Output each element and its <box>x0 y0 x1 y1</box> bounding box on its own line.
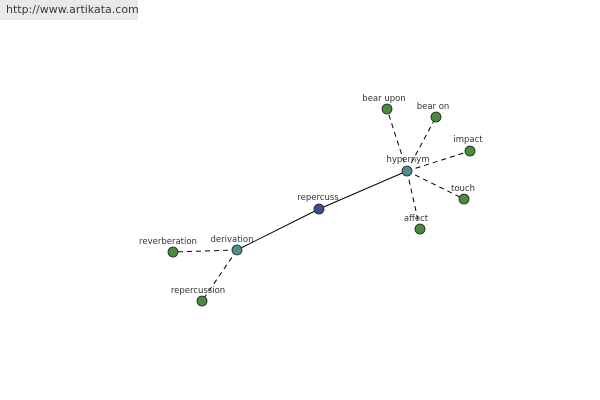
node-repercuss[interactable]: repercuss <box>297 193 339 215</box>
node-circle-reverberation[interactable] <box>167 246 179 258</box>
node-affect[interactable]: affect <box>404 214 429 235</box>
edge-repercuss-hypernym <box>318 170 408 210</box>
node-circle-derivation[interactable] <box>231 244 243 256</box>
nodes-layer: repercuss hypernym derivation bear upon bear… <box>139 94 483 307</box>
node-circle-repercuss[interactable] <box>313 203 325 215</box>
node-circle-bear_upon[interactable] <box>381 103 393 115</box>
node-label-bear_upon: bear upon <box>362 94 405 104</box>
edge-hypernym-impact <box>406 150 471 172</box>
node-circle-touch[interactable] <box>458 193 470 205</box>
edge-derivation-reverberation <box>172 249 238 253</box>
edge-derivation-repercussion <box>201 249 238 302</box>
node-circle-bear_on[interactable] <box>430 111 442 123</box>
node-circle-hypernym[interactable] <box>401 165 413 177</box>
edge-hypernym-touch <box>406 170 465 200</box>
node-impact[interactable]: impact <box>453 135 483 157</box>
edge-hypernym-bear_on <box>406 116 437 172</box>
edge-repercuss-derivation <box>236 208 320 251</box>
node-label-affect: affect <box>404 214 429 224</box>
node-circle-affect[interactable] <box>414 223 426 235</box>
node-label-hypernym: hypernym <box>386 155 429 165</box>
node-label-repercuss: repercuss <box>297 193 339 203</box>
edge-hypernym-bear_upon <box>386 108 408 172</box>
node-circle-impact[interactable] <box>464 145 476 157</box>
site-url[interactable]: http://www.artikata.com <box>0 0 139 20</box>
node-label-bear_on: bear on <box>417 102 450 112</box>
node-repercussion[interactable]: repercussion <box>171 286 225 307</box>
node-label-impact: impact <box>453 135 483 145</box>
node-label-repercussion: repercussion <box>171 286 225 296</box>
node-hypernym[interactable]: hypernym <box>386 155 430 177</box>
edge-hypernym-affect <box>406 170 421 230</box>
node-circle-repercussion[interactable] <box>196 295 208 307</box>
node-bear_on[interactable]: bear on <box>417 102 450 123</box>
node-label-reverberation: reverberation <box>139 237 197 247</box>
node-label-touch: touch <box>451 184 475 194</box>
node-reverberation[interactable]: reverberation <box>139 237 197 258</box>
edges-layer <box>172 108 471 302</box>
node-derivation[interactable]: derivation <box>210 235 254 256</box>
node-bear_upon[interactable]: bear upon <box>362 94 406 115</box>
node-touch[interactable]: touch <box>451 184 475 205</box>
node-label-derivation: derivation <box>210 235 253 245</box>
